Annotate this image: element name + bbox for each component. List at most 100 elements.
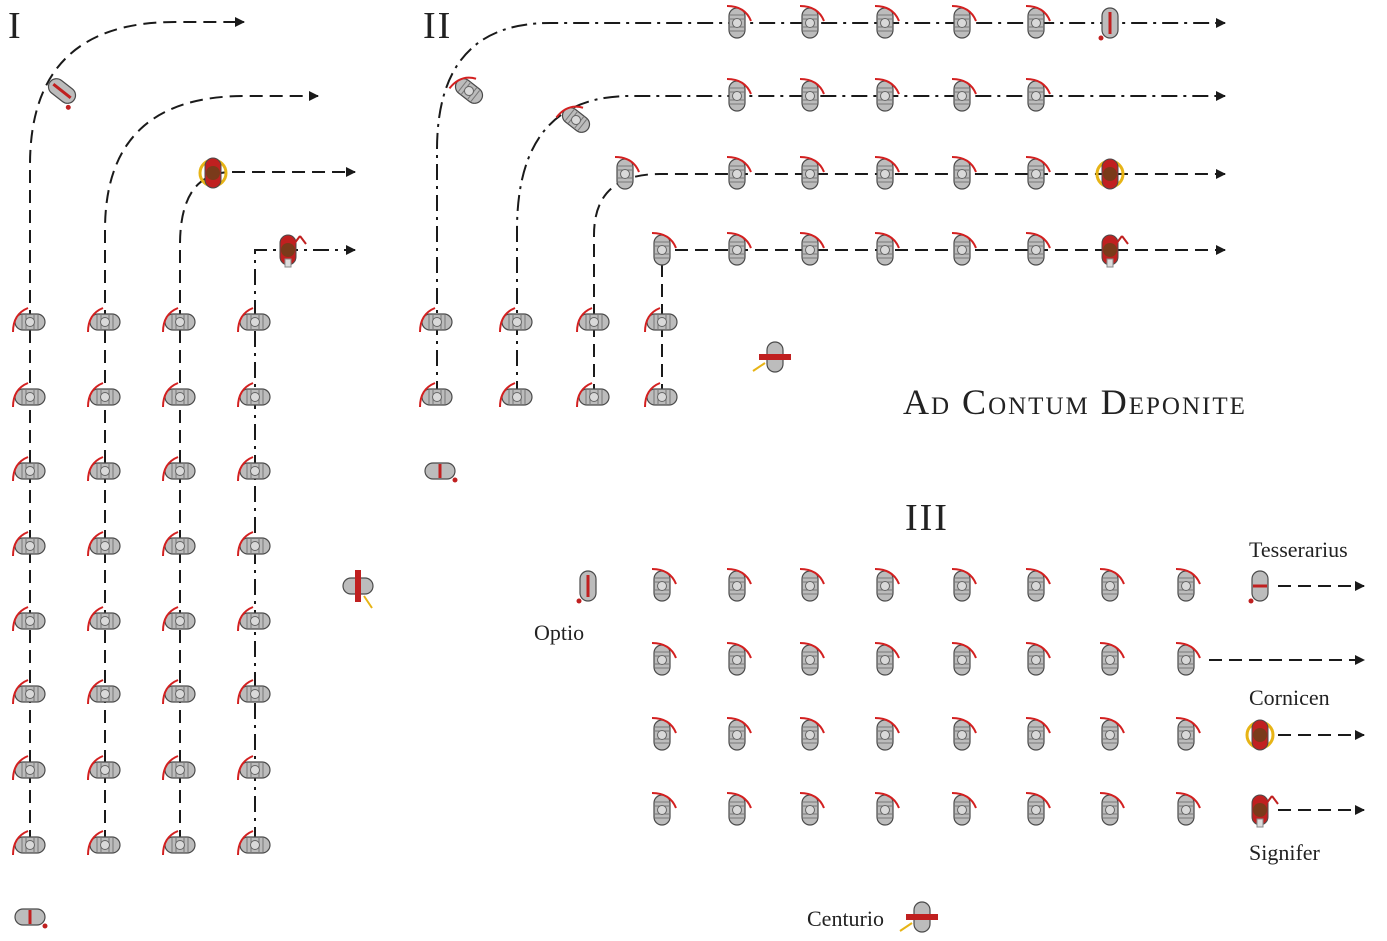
phase-3-soldier-r1-c1: [651, 568, 677, 602]
phase-2-soldier-row1-1: [726, 5, 752, 39]
phase-2-soldier-row2-1: [726, 78, 752, 112]
phase-1-soldier-f4-r6: [237, 679, 271, 705]
phase-3-soldier-r3-c1: [651, 717, 677, 751]
phase-3-soldier-r2-c6: [1025, 642, 1051, 676]
phase-1-path-2: [104, 91, 319, 843]
phase-3-label: III: [905, 497, 949, 539]
phase-3-soldier-r4-c3: [799, 792, 825, 826]
phase-2-soldier-row1-3: [874, 5, 900, 39]
phase-3-soldier-r3-c2: [726, 717, 752, 751]
phase-2-signifer: [1101, 234, 1129, 268]
phase-1-soldier-f3-r1: [162, 307, 196, 333]
phase-2-soldier-row4-3: [799, 232, 825, 266]
phase-1-soldier-f1-r6: [12, 679, 46, 705]
phase-2-tesserarius: [424, 462, 458, 483]
phase-2-label: II: [423, 5, 453, 47]
phase-1-soldier-f4-r7: [237, 755, 271, 781]
phase-1-soldier-f2-r2: [87, 382, 121, 408]
phase-2-cornicen: [1095, 158, 1125, 190]
phase-1-soldier-f2-r7: [87, 755, 121, 781]
phase-1-soldier-f4-r3: [237, 456, 271, 482]
phase-1-soldier-f2-r8: [87, 830, 121, 856]
phase-2-soldier-row3-2: [726, 156, 752, 190]
phase-1-soldier-f3-r2: [162, 382, 196, 408]
phase-1-soldier-f1-r5: [12, 606, 46, 632]
centurio-label: Centurio: [807, 906, 884, 931]
phase-1-soldier-f4-r4: [237, 531, 271, 557]
phase-1-soldier-f4-r2: [237, 382, 271, 408]
phase-3-soldier-r4-c5: [951, 792, 977, 826]
phase-1-soldier-f4-r5: [237, 606, 271, 632]
phase-2-soldier-row3-3: [799, 156, 825, 190]
phase-2-path-3: [593, 169, 1226, 397]
phase-2-soldier-row3-4: [874, 156, 900, 190]
phase-2-soldier-row3-5: [951, 156, 977, 190]
phase-2-path-1: [436, 18, 1226, 397]
phase-1-soldier-f3-r5: [162, 606, 196, 632]
phase-2-soldier-row1-5: [1025, 5, 1051, 39]
phase-3-soldier-r3-c7: [1099, 717, 1125, 751]
phase-3-soldier-r4-c4: [874, 792, 900, 826]
optio-label: Optio: [534, 620, 585, 645]
phase-1-soldier-f3-r6: [162, 679, 196, 705]
phase-1-soldier-f1-r7: [12, 755, 46, 781]
phase-1-soldier-f4-r1: [237, 307, 271, 333]
phase-3-centurio: [899, 901, 938, 933]
phase-2-wheeling-soldier-2: [555, 105, 591, 133]
phase-2-optio: [1098, 7, 1119, 41]
phase-1-path-4: [254, 245, 356, 843]
phase-2-rear-soldier-f4-r2: [644, 382, 678, 408]
phase-2-rear-soldier-f3-r2: [576, 382, 610, 408]
phase-2-soldier-row4-5: [951, 232, 977, 266]
phase-3-tesserarius: [1248, 570, 1269, 604]
phase-1-soldier-f1-r1: [12, 307, 46, 333]
phase-3-soldier-r2-c7: [1099, 642, 1125, 676]
phase-1-soldier-f2-r1: [87, 307, 121, 333]
phase-1-soldier-f3-r4: [162, 531, 196, 557]
phase-3-soldier-r1-c2: [726, 568, 752, 602]
phase-1-centurio: [342, 570, 374, 609]
phase-3-soldier-r2-c1: [651, 642, 677, 676]
phase-3-soldier-r1-c5: [951, 568, 977, 602]
phase-1-soldier-f3-r8: [162, 830, 196, 856]
phase-1-soldier-f2-r6: [87, 679, 121, 705]
phase-3-soldier-r4-c1: [651, 792, 677, 826]
phase-1-label: I: [8, 5, 23, 47]
phase-2-rear-soldier-f4-r1: [644, 307, 678, 333]
phase-2-rear-soldier-f2-r1: [499, 307, 533, 333]
phase-1-soldier-f4-r8: [237, 830, 271, 856]
signifer-label: Signifer: [1249, 840, 1320, 865]
phase-1-soldier-f2-r4: [87, 531, 121, 557]
phase-2-path-2: [516, 91, 1226, 397]
phase-1-path-3: [179, 167, 356, 843]
phase-2-soldier-row3-1: [614, 156, 640, 190]
phase-3-signifer: [1251, 794, 1279, 828]
phase-3-soldier-r4-c2: [726, 792, 752, 826]
phase-2-soldier-row2-5: [1025, 78, 1051, 112]
phase-2-centurio: [752, 341, 791, 373]
phase-3-optio: [576, 570, 597, 604]
phase-3-soldier-r1-c3: [799, 568, 825, 602]
phase-3-soldier-r4-c6: [1025, 792, 1051, 826]
phase-3-cornicen: [1245, 719, 1275, 751]
diagram-title: Ad Contum Deponite: [903, 382, 1247, 422]
cornicen-label: Cornicen: [1249, 685, 1330, 710]
phase-3-soldier-r3-c4: [874, 717, 900, 751]
phase-2-soldier-row1-2: [799, 5, 825, 39]
phase-1-optio: [47, 78, 77, 110]
phase-3-soldier-r3-c6: [1025, 717, 1051, 751]
phase-2-soldier-row1-4: [951, 5, 977, 39]
phase-1-path-1: [29, 17, 245, 843]
phase-1-cornicen: [198, 157, 228, 189]
phase-3-soldier-r1-c8: [1175, 568, 1201, 602]
phase-2-rear-soldier-f1-r2: [419, 382, 453, 408]
phase-3-soldier-r3-c5: [951, 717, 977, 751]
phase-1-soldier-f2-r3: [87, 456, 121, 482]
phase-2-soldier-row3-6: [1025, 156, 1051, 190]
phase-2-path-4: [661, 245, 1226, 397]
phase-2-soldier-row2-4: [951, 78, 977, 112]
phase-2-soldier-row2-2: [799, 78, 825, 112]
phase-2-soldier-row2-3: [874, 78, 900, 112]
